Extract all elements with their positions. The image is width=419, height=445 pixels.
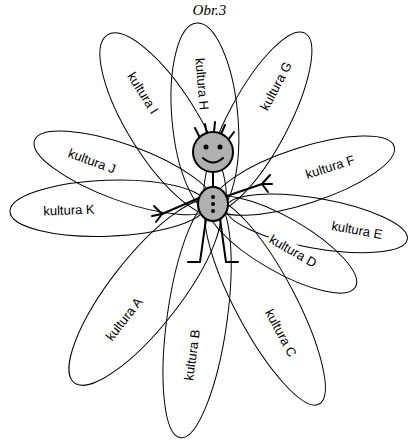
petal-ellipse bbox=[9, 177, 207, 240]
smile-line bbox=[203, 158, 223, 163]
finger-line bbox=[262, 184, 268, 192]
finger-line bbox=[262, 175, 270, 184]
figure-number: Obr.3 bbox=[0, 2, 419, 19]
culture-petal: kultura F bbox=[210, 133, 398, 218]
eye-dot bbox=[218, 145, 223, 150]
leg-line bbox=[188, 219, 206, 262]
hair-spike bbox=[221, 125, 225, 134]
petal-ellipse bbox=[221, 183, 411, 264]
head-circle bbox=[193, 132, 233, 172]
culture-label: kultura F bbox=[302, 151, 359, 182]
hair-spike bbox=[214, 122, 215, 132]
button-dot bbox=[211, 202, 215, 206]
neck-line bbox=[212, 172, 214, 187]
culture-petal: kultura E bbox=[223, 191, 410, 256]
petal-outline bbox=[66, 196, 224, 388]
petal-outline bbox=[7, 177, 209, 239]
petal-outline bbox=[223, 191, 410, 256]
petal-ellipse bbox=[184, 19, 331, 224]
button-dot bbox=[211, 195, 215, 199]
petal-outline bbox=[168, 20, 242, 215]
petal-ellipse bbox=[151, 196, 244, 442]
arm-line bbox=[162, 198, 199, 214]
culture-petal: kultura A bbox=[66, 196, 224, 388]
petal-ellipse bbox=[184, 186, 345, 417]
culture-petal: kultura H bbox=[168, 20, 242, 215]
petal-ellipse bbox=[164, 20, 246, 215]
finger-line bbox=[154, 206, 162, 214]
petal-ellipse bbox=[25, 114, 223, 232]
button-dot bbox=[211, 209, 215, 213]
culture-petal: kultura K bbox=[7, 177, 209, 239]
culture-label: kultura B bbox=[181, 326, 204, 383]
culture-label: kultura D bbox=[265, 231, 321, 272]
culture-label: kultura G bbox=[256, 57, 296, 114]
culture-label: kultura J bbox=[65, 145, 120, 177]
eye-dot bbox=[204, 145, 209, 150]
finger-line bbox=[156, 214, 162, 222]
stick-figure-lines bbox=[152, 122, 272, 262]
petal-ellipse bbox=[195, 179, 369, 311]
arm-line bbox=[227, 184, 262, 196]
culture-label: kultura A bbox=[101, 293, 146, 345]
body-ellipse bbox=[198, 187, 228, 221]
petal-ellipse bbox=[204, 120, 402, 232]
culture-label: kultura H bbox=[193, 56, 213, 113]
culture-label: kultura E bbox=[329, 218, 386, 242]
culture-label: kultura C bbox=[261, 304, 301, 361]
culture-label: kultura I bbox=[123, 68, 162, 119]
leg-line bbox=[220, 219, 238, 262]
culture-label: kultura K bbox=[41, 202, 97, 219]
